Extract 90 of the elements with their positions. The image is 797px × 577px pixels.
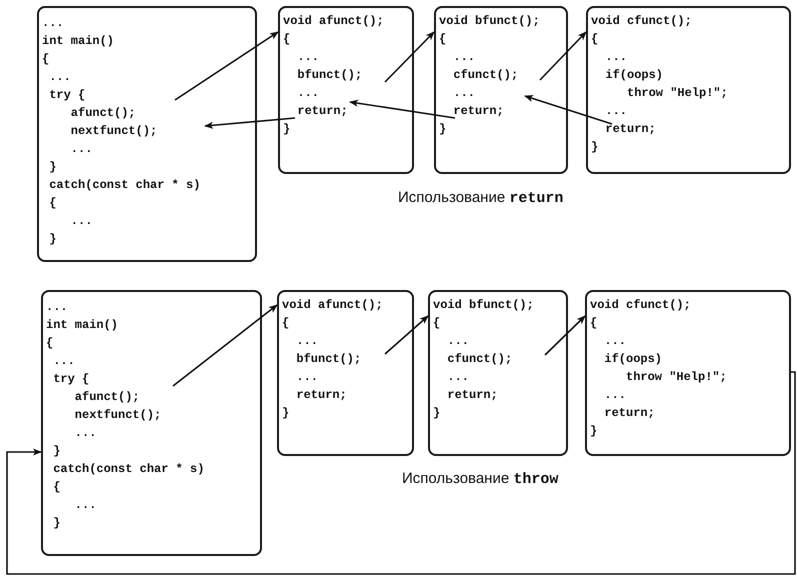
- code-line: bfunct();: [295, 351, 362, 368]
- arrow: [174, 31, 279, 101]
- code-line: ...: [74, 425, 96, 442]
- code-box: [586, 6, 791, 174]
- code-line: int main(): [46, 317, 118, 334]
- arrow: [524, 95, 612, 125]
- code-line: {: [433, 315, 440, 332]
- code-line: {: [46, 335, 54, 352]
- code-line: ...: [604, 103, 628, 120]
- code-line: }: [283, 121, 290, 138]
- code-line: ...: [296, 49, 320, 66]
- code-line: return;: [296, 103, 348, 120]
- code-line: ...: [446, 369, 470, 386]
- caption-text: Использование return: [398, 188, 564, 209]
- code-line: ...: [74, 497, 96, 514]
- code-line: ...: [295, 369, 318, 386]
- code-box: [434, 6, 568, 174]
- code-line: void afunct();: [282, 297, 383, 314]
- code-line: }: [52, 515, 60, 532]
- code-line: return;: [446, 387, 498, 404]
- code-line: }: [439, 121, 446, 138]
- code-line: ...: [604, 49, 628, 66]
- code-line: {: [591, 31, 598, 48]
- code-line: cfunct();: [452, 67, 518, 84]
- code-line: void afunct();: [283, 13, 384, 30]
- code-line: afunct();: [74, 389, 140, 406]
- code-line: ...: [452, 85, 476, 102]
- arrow: [204, 117, 296, 129]
- arrow: [544, 315, 586, 356]
- code-line: return;: [452, 103, 504, 120]
- code-box: [428, 290, 568, 456]
- arrow: [539, 31, 587, 81]
- code-box: [41, 290, 262, 556]
- code-line: void bfunct();: [433, 297, 534, 314]
- code-line: ...: [452, 49, 476, 66]
- code-line: return;: [603, 405, 655, 422]
- code-line: }: [48, 159, 56, 176]
- code-line: ...: [42, 15, 64, 32]
- code-box: [585, 290, 791, 456]
- code-line: nextfunct();: [70, 123, 158, 140]
- arrow: [384, 315, 429, 355]
- code-line: }: [591, 139, 598, 156]
- code-line: return;: [295, 387, 347, 404]
- arrow: [349, 100, 456, 119]
- code-line: throw "Help!";: [626, 85, 728, 102]
- code-line: ...: [296, 85, 320, 102]
- code-box: [277, 290, 414, 456]
- arrow: [6, 371, 796, 575]
- code-line: ...: [46, 299, 68, 316]
- code-line: ...: [70, 141, 92, 158]
- code-line: }: [433, 405, 440, 422]
- code-line: return;: [604, 121, 656, 138]
- code-line: }: [48, 231, 56, 248]
- code-line: try {: [48, 87, 86, 104]
- code-box: [37, 6, 257, 262]
- code-line: void cfunct();: [590, 297, 691, 314]
- code-line: ...: [446, 333, 470, 350]
- code-line: {: [282, 315, 290, 332]
- code-line: }: [282, 405, 290, 422]
- code-line: void cfunct();: [591, 13, 692, 30]
- arrow: [384, 31, 435, 83]
- code-line: }: [52, 443, 60, 460]
- caption-text: Использование throw: [402, 469, 558, 490]
- code-line: ...: [70, 213, 92, 230]
- code-line: {: [590, 315, 598, 332]
- code-line: {: [48, 195, 56, 212]
- code-line: void bfunct();: [439, 13, 540, 30]
- code-line: ...: [295, 333, 318, 350]
- code-line: ...: [52, 353, 75, 370]
- code-line: cfunct();: [446, 351, 512, 368]
- code-line: ...: [603, 387, 626, 404]
- code-line: ...: [603, 333, 626, 350]
- code-line: {: [439, 31, 446, 48]
- code-line: }: [590, 423, 598, 440]
- code-line: try {: [52, 371, 90, 388]
- code-line: catch(const char * s): [52, 461, 204, 478]
- code-line: bfunct();: [296, 67, 362, 84]
- code-line: catch(const char * s): [48, 177, 200, 194]
- code-line: {: [283, 31, 290, 48]
- code-line: if(oops): [603, 351, 662, 368]
- code-line: int main(): [42, 33, 114, 50]
- arrow: [172, 304, 278, 387]
- code-line: {: [42, 51, 50, 68]
- code-line: ...: [48, 69, 71, 86]
- code-line: if(oops): [604, 67, 664, 84]
- code-box: [278, 6, 414, 174]
- code-line: {: [52, 479, 60, 496]
- code-line: afunct();: [70, 105, 136, 122]
- code-line: nextfunct();: [74, 407, 162, 424]
- code-line: throw "Help!";: [625, 369, 727, 386]
